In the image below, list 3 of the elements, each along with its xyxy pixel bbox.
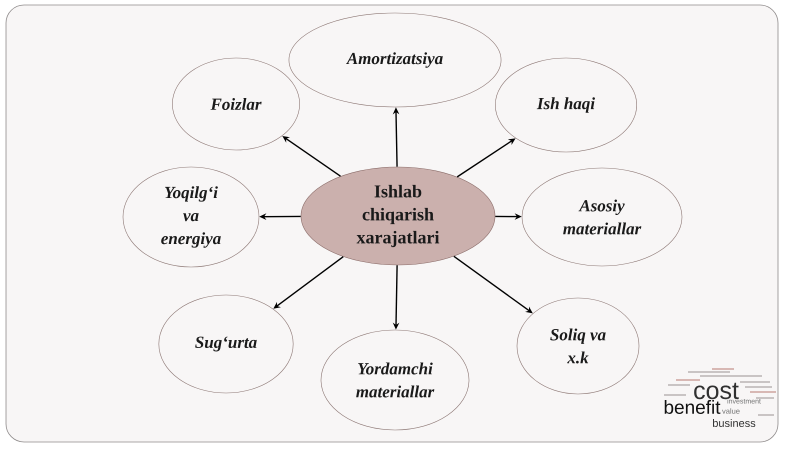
- word-cloud-word: benefit: [664, 400, 720, 414]
- word-cloud-word: cost: [694, 382, 739, 400]
- word-cloud-word: business: [713, 418, 756, 428]
